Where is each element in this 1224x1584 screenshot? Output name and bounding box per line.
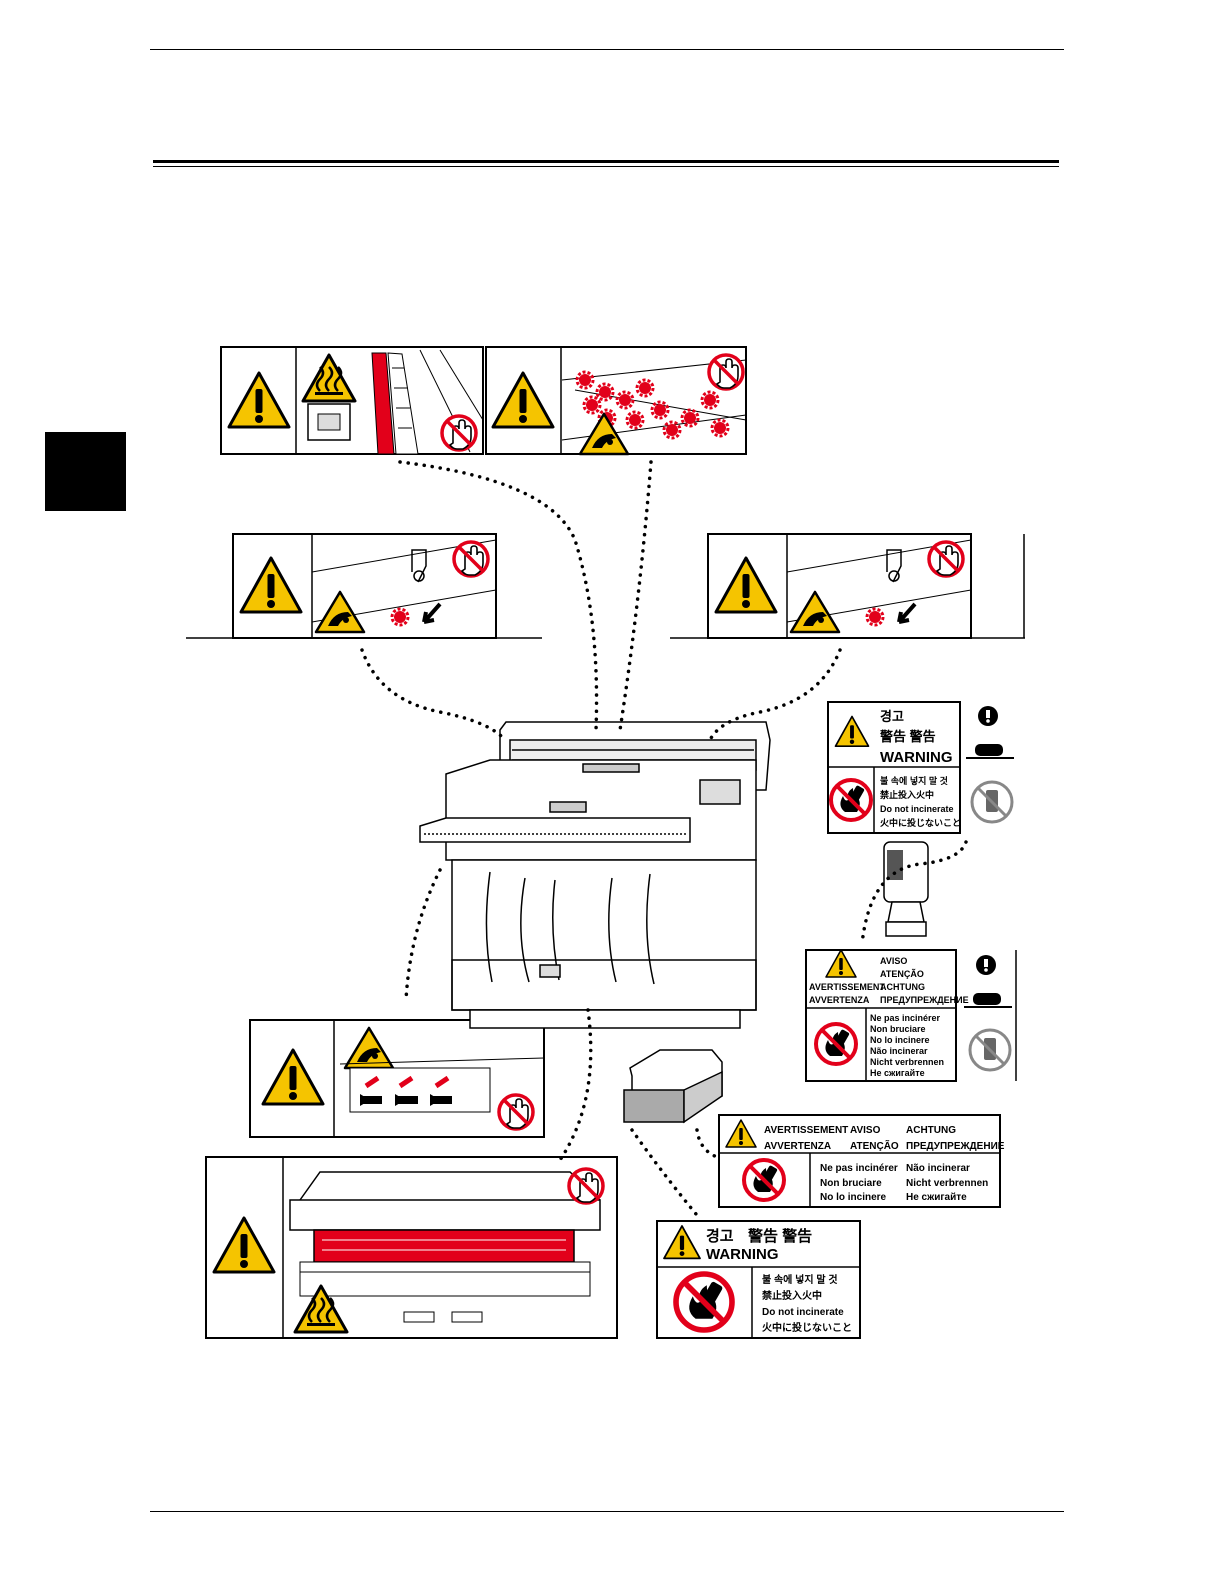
svg-text:Не сжигайте: Не сжигайте [870,1068,925,1078]
svg-text:ACHTUNG: ACHTUNG [906,1125,956,1136]
svg-text:Nicht verbrennen: Nicht verbrennen [870,1057,944,1067]
svg-text:Ne pas incinérer: Ne pas incinérer [820,1163,898,1174]
title-rule-thin [153,166,1059,167]
label-platen-heat [205,1156,618,1339]
svg-text:AVVERTENZA: AVVERTENZA [809,995,870,1005]
svg-text:AVISO: AVISO [880,956,907,966]
svg-text:ПРЕДУПРЕЖДЕНИЕ: ПРЕДУПРЕЖДЕНИЕ [906,1141,1005,1152]
svg-text:No lo incinere: No lo incinere [820,1192,887,1203]
svg-text:Não incinerar: Não incinerar [906,1163,970,1174]
svg-text:禁止投入火中: 禁止投入火中 [880,789,934,800]
svg-text:Не сжигайте: Не сжигайте [906,1192,967,1203]
svg-text:Do not incinerate: Do not incinerate [762,1307,844,1318]
svg-text:AVVERTENZA: AVVERTENZA [764,1141,831,1152]
no-disassemble-icon [968,1028,1012,1072]
label-drum-warning-multilingual: AVERTISSEMENT AVISO ACHTUNG AVVERTENZA A… [718,1114,1005,1208]
svg-text:火中に投じないこと: 火中に投じないこと [880,817,961,828]
no-touch-icon [440,414,478,452]
svg-text:火中に投じないこと: 火中に投じないこと [762,1321,852,1334]
no-incinerate-icon [676,1274,732,1330]
no-touch-icon [497,1093,535,1131]
svg-text:警告 警告: 警告 警告 [747,1227,812,1245]
svg-text:ACHTUNG: ACHTUNG [880,982,925,992]
footer-rule [150,1511,1064,1512]
svg-text:Do not incinerate: Do not incinerate [880,804,954,814]
no-incinerate-icon [814,1022,858,1066]
svg-text:ATENÇÃO: ATENÇÃO [880,969,924,979]
toner-bottle-illustration [883,841,929,937]
svg-text:禁止投入火中: 禁止投入火中 [761,1289,822,1302]
svg-text:Nicht verbrennen: Nicht verbrennen [906,1178,988,1189]
chapter-tab [45,432,126,511]
label-toner-warning-multilingual: AVISO ATENÇÃO AVERTISSEMENT ACHTUNG AVVE… [805,949,1017,1082]
label-text-warning: WARNING [880,749,953,766]
no-touch-icon [567,1167,605,1205]
mandatory-action-icon [976,955,996,975]
no-incinerate-icon [829,778,873,822]
printer-illustration [419,721,771,1029]
no-touch-icon [927,540,965,578]
svg-text:AVERTISSEMENT: AVERTISSEMENT [809,982,885,992]
label-text-cn: 警告 警告 [880,729,936,744]
leader-lines [360,460,968,1216]
svg-text:불 속에 넣지 말 것: 불 속에 넣지 말 것 [762,1273,838,1286]
label-roller-pinch [485,346,747,456]
title-rule-thick [153,160,1059,163]
svg-text:경고: 경고 [706,1227,734,1245]
svg-text:WARNING: WARNING [706,1246,779,1263]
svg-text:Non bruciare: Non bruciare [820,1178,882,1189]
label-fuser-heat [220,346,484,455]
svg-text:ATENÇÃO: ATENÇÃO [850,1139,899,1152]
svg-text:불 속에 넣지 말 것: 불 속에 넣지 말 것 [880,775,948,786]
no-touch-icon [452,540,490,578]
drum-cartridge-illustration [623,1049,723,1124]
header-rule [150,49,1064,50]
svg-text:ПРЕДУПРЕЖДЕНИЕ: ПРЕДУПРЕЖДЕНИЕ [880,995,969,1005]
svg-text:Ne pas incinérer: Ne pas incinérer [870,1013,941,1023]
label-toner-warning-kr: 경고 警告 警告 WARNING 불 속에 넣지 말 것 禁止投入火中 Do n… [827,701,1014,834]
label-right-pinch [670,533,1025,639]
svg-text:No lo incinere: No lo incinere [870,1035,930,1045]
svg-text:Não incinerar: Não incinerar [870,1046,928,1056]
toner-cartridge-icon [975,744,1003,756]
svg-text:AVISO: AVISO [850,1125,881,1136]
svg-text:AVERTISSEMENT: AVERTISSEMENT [764,1125,848,1136]
no-disassemble-icon [970,780,1014,824]
svg-text:Non bruciare: Non bruciare [870,1024,926,1034]
label-drum-warning-kr: 경고 警告 警告 WARNING 불 속에 넣지 말 것 禁止投入火中 Do n… [656,1220,861,1339]
mandatory-action-icon [978,706,998,726]
toner-cartridge-icon [973,993,1001,1005]
label-text-kr: 경고 [880,709,904,724]
no-incinerate-icon [742,1158,786,1202]
label-feed-pinch [249,1019,545,1138]
label-left-pinch [186,533,542,639]
no-touch-icon [707,353,745,391]
